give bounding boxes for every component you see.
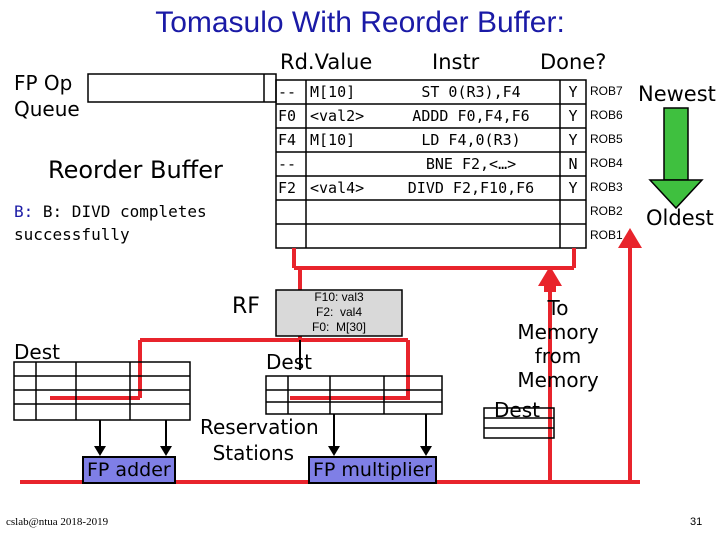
- reservation-stations-label: Reservation Stations: [200, 414, 319, 466]
- to-memory-label: To Memory from Memory: [510, 296, 606, 392]
- newest-label: Newest: [638, 82, 716, 106]
- rob-entry-done: Y: [568, 107, 578, 125]
- rob-entry-dest: F2: [278, 179, 297, 197]
- adder-reservation-stations: [13, 361, 191, 421]
- reorder-buffer-label: Reorder Buffer: [48, 156, 223, 184]
- rf-entry: F0: M[30]: [311, 320, 367, 334]
- rob-entry-dest: --: [278, 83, 297, 101]
- rob-entry-done: Y: [568, 131, 578, 149]
- to-memory-line1: To: [547, 296, 569, 320]
- oldest-label: Oldest: [646, 206, 714, 230]
- rob-entry-value: <val2>: [310, 107, 365, 125]
- rob-tag: ROB6: [590, 108, 623, 122]
- rob-entry-instr: ADDD F0,F4,F6: [412, 107, 530, 125]
- fp-op-queue-box: [87, 73, 277, 103]
- rob-entry-instr: BNE F2,<…>: [425, 155, 517, 173]
- from-memory-line1: from: [534, 344, 582, 368]
- rob-tag: ROB7: [590, 84, 623, 98]
- status-note-line1: B: B: DIVD completes: [14, 202, 207, 221]
- rob-header-dest-value: Rd.Value: [280, 50, 373, 74]
- dest-label-left: Dest: [14, 340, 60, 364]
- memory-arrow: [538, 266, 562, 286]
- reservation-stations-line1: Reservation: [200, 415, 319, 439]
- rob-table: [275, 79, 587, 249]
- fp-op-queue-line1: FP Op: [14, 71, 73, 95]
- fp-multiplier-unit: FP multiplier: [308, 456, 438, 484]
- rob-tag: ROB3: [590, 180, 623, 194]
- rf-label: RF: [232, 294, 260, 319]
- from-memory-line2: Memory: [517, 368, 599, 392]
- reservation-stations-line2: Stations: [212, 441, 295, 465]
- status-note-text: B: DIVD completes: [42, 202, 207, 221]
- dest-label-right: Dest: [494, 398, 540, 422]
- rob-entry-value: M[10]: [310, 83, 356, 101]
- rob-bus-arrow: [618, 228, 642, 248]
- rob-tag: ROB5: [590, 132, 623, 146]
- rob-entry-dest: F4: [278, 131, 297, 149]
- rob-tag: ROB4: [590, 156, 623, 170]
- memory-buffer: [483, 407, 555, 439]
- rob-entry-value: M[10]: [310, 131, 356, 149]
- fp-op-queue-label: FP Op Queue: [14, 70, 80, 122]
- rob-entry-instr: LD F4,0(R3): [421, 131, 521, 149]
- rob-entry-instr: ST 0(R3),F4: [421, 83, 521, 101]
- fp-op-queue-line2: Queue: [14, 97, 80, 121]
- rob-entry-done: N: [568, 155, 578, 173]
- rob-entry-value: <val4>: [310, 179, 365, 197]
- rf-entries: F10: val3 F2: val4 F0: M[30]: [276, 290, 402, 335]
- rf-entry: F2: val4: [315, 305, 363, 319]
- rob-header-instr: Instr: [432, 50, 480, 74]
- rob-header-done: Done?: [540, 50, 607, 74]
- rob-tag: ROB2: [590, 204, 623, 218]
- operand-arrows: [99, 414, 427, 446]
- rob-entry-done: Y: [568, 179, 578, 197]
- page-title: Tomasulo With Reorder Buffer:: [155, 6, 565, 39]
- register-file-box: [275, 289, 403, 337]
- rob-entry-instr: DIVD F2,F10,F6: [407, 179, 535, 197]
- status-note: B: B: DIVD completes successfully: [14, 200, 207, 246]
- fp-adder-unit: FP adder: [82, 456, 176, 484]
- page-number: 31: [690, 516, 703, 528]
- rob-tag: ROB1: [590, 228, 623, 242]
- newest-oldest-arrow: [648, 107, 704, 210]
- rob-entry-dest: F0: [278, 107, 297, 125]
- dest-label-middle: Dest: [266, 350, 312, 374]
- to-memory-line2: Memory: [517, 320, 599, 344]
- rob-entry-dest: --: [278, 155, 297, 173]
- rf-entry: F10: val3: [314, 290, 364, 304]
- status-note-line2: successfully: [14, 225, 130, 244]
- multiplier-reservation-stations: [265, 375, 443, 415]
- footer-credit: cslab@ntua 2018-2019: [6, 516, 109, 528]
- rob-entry-done: Y: [568, 83, 578, 101]
